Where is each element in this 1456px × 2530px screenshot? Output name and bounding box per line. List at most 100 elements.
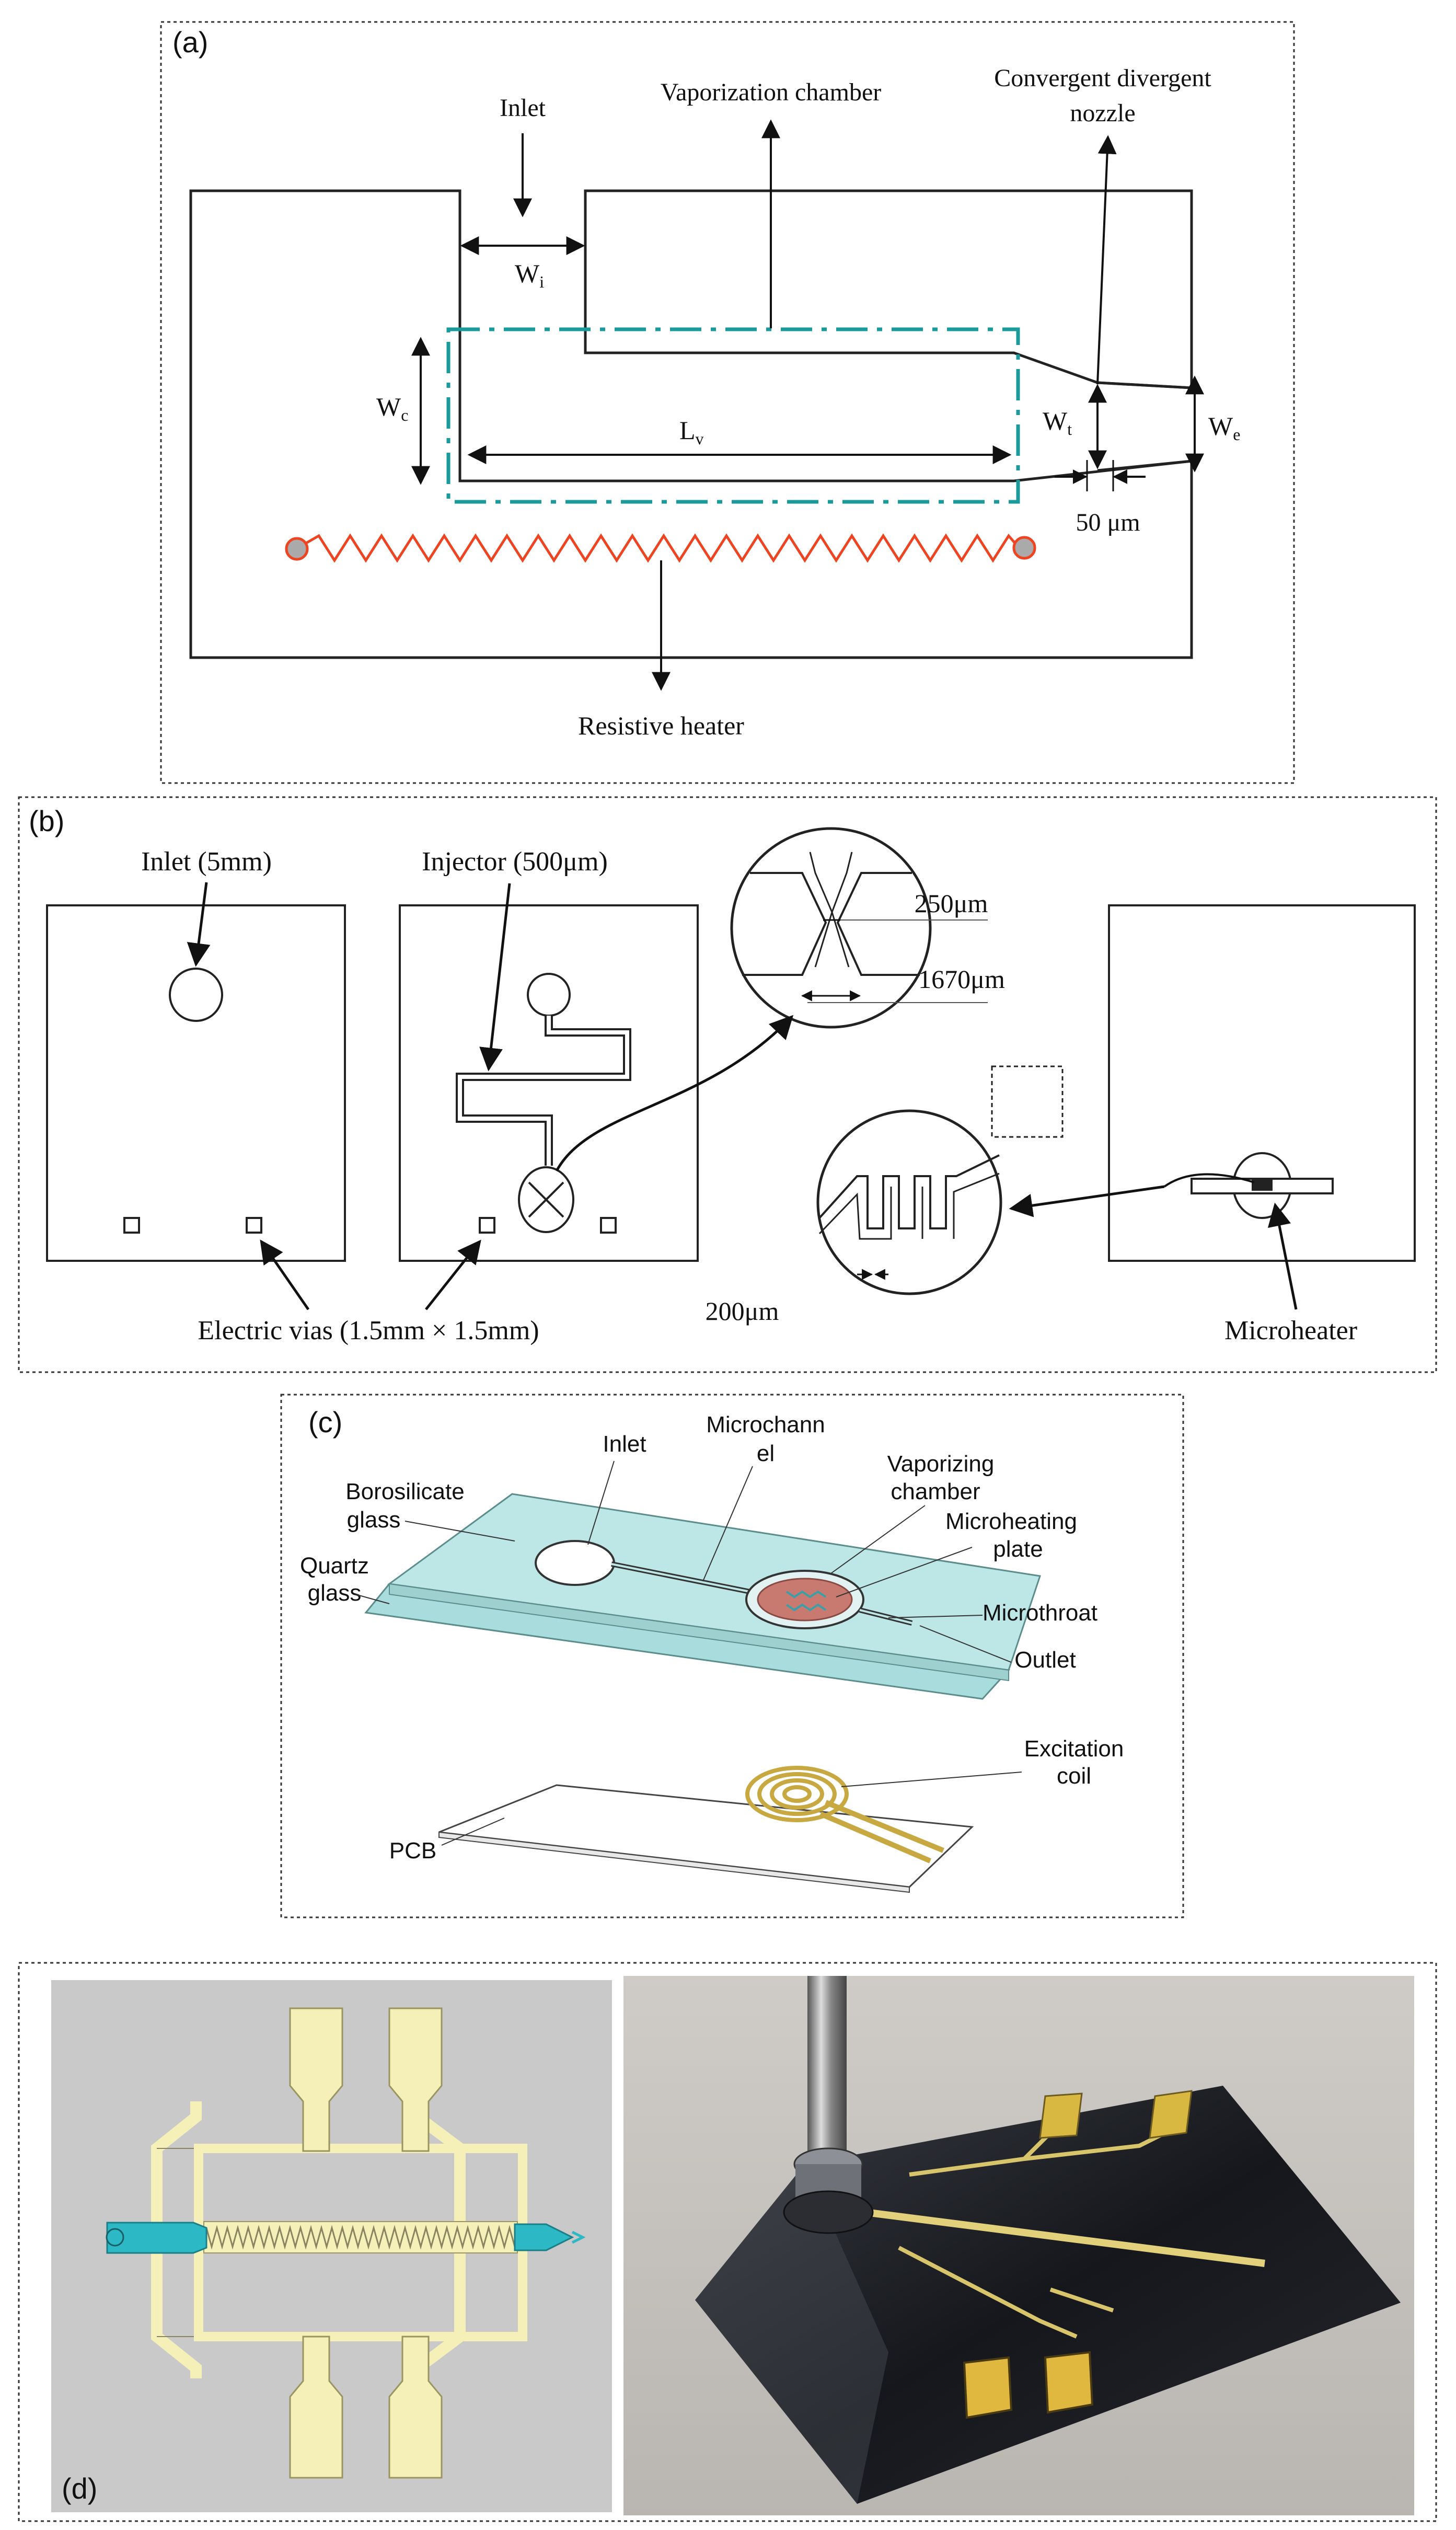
pad-top-left bbox=[289, 2007, 343, 2152]
pcb-leader bbox=[441, 1818, 505, 1846]
vaporization-chamber-label: Vaporization chamber bbox=[661, 78, 882, 106]
we-label: We bbox=[1208, 411, 1240, 444]
panel-b: (b) Inlet (5mm) Injector (500μm) 250μm 1… bbox=[18, 796, 1437, 1373]
via-4 bbox=[600, 1217, 617, 1234]
chip-photo-substrate bbox=[695, 2086, 1401, 2504]
panel-d-frame bbox=[18, 1962, 1437, 2522]
microheating-plate-c bbox=[757, 1578, 853, 1622]
nozzle-zoom-profile bbox=[742, 872, 920, 976]
dim-200-label: 200μm bbox=[706, 1296, 779, 1326]
photo-trace-frame bbox=[898, 2123, 1182, 2339]
microheating-leader bbox=[836, 1547, 973, 1597]
vaporizing-label-2: chamber bbox=[891, 1479, 980, 1504]
via-3 bbox=[479, 1217, 495, 1234]
pcb-board bbox=[438, 1784, 974, 1888]
inlet-hole-c bbox=[535, 1540, 615, 1586]
excitation-leader bbox=[841, 1772, 1022, 1787]
inlet-leader-c bbox=[587, 1460, 615, 1545]
excitation-label-2: coil bbox=[1057, 1763, 1091, 1789]
microthroat-leader bbox=[888, 1615, 983, 1618]
heater-zoom-connector bbox=[1009, 1185, 1165, 1217]
nozzle-cross bbox=[528, 1181, 564, 1218]
wc-label: Wc bbox=[376, 392, 408, 424]
coil-ring-1 bbox=[745, 1766, 849, 1822]
inlet-hole bbox=[169, 968, 223, 1022]
panel-c: (c) Inlet Microchann el Vaporizing bbox=[280, 1394, 1184, 1918]
coil-ring-3 bbox=[770, 1778, 824, 1810]
throat-upper-line bbox=[1097, 381, 1192, 389]
coil-ring-2 bbox=[757, 1772, 837, 1816]
nozzle-zoom-inner bbox=[809, 852, 853, 968]
outlet-tip-d bbox=[571, 2230, 586, 2244]
coil-ring-4 bbox=[782, 1785, 812, 1803]
pad-bottom-right bbox=[388, 2336, 443, 2479]
vias-arrow-2 bbox=[425, 1239, 481, 1310]
throat-lower-line bbox=[1097, 459, 1192, 472]
photo-tube-base-top bbox=[783, 2190, 874, 2234]
inlet-channel-d bbox=[106, 2222, 207, 2254]
nozzle-label-line2: nozzle bbox=[1070, 99, 1135, 127]
via-1 bbox=[123, 1217, 140, 1234]
microheating-pattern bbox=[785, 1590, 827, 1612]
injector-arrow bbox=[479, 883, 511, 1072]
wt-label: Wt bbox=[1043, 406, 1072, 439]
microchannel-inner bbox=[611, 1563, 750, 1593]
panel-c-tag: (c) bbox=[308, 1406, 342, 1439]
pcb-edge bbox=[438, 1831, 910, 1893]
microheating-label-2: plate bbox=[993, 1536, 1043, 1562]
via-2 bbox=[246, 1217, 262, 1234]
borosilicate-glass-edge bbox=[389, 1583, 1009, 1682]
microchannel-label-2: el bbox=[757, 1441, 775, 1466]
microheater-element bbox=[1252, 1178, 1273, 1191]
nozzle-arrow bbox=[1096, 135, 1117, 385]
borosilicate-label-2: glass bbox=[347, 1507, 401, 1533]
heater-terminal-right bbox=[1012, 536, 1036, 560]
pcb-label: PCB bbox=[389, 1838, 436, 1864]
quartz-label-2: glass bbox=[308, 1580, 362, 1606]
borosilicate-label-1: Borosilicate bbox=[345, 1479, 464, 1504]
quartz-leader bbox=[355, 1594, 390, 1604]
lv-label: Lv bbox=[679, 416, 704, 448]
vaporizing-leader bbox=[830, 1505, 926, 1574]
microchannel-leader bbox=[702, 1466, 753, 1582]
wi-label: Wi bbox=[515, 259, 544, 291]
vias-arrow-1 bbox=[260, 1239, 310, 1310]
dim-250-label: 250μm bbox=[915, 889, 988, 918]
outlet-nozzle-d bbox=[514, 2223, 574, 2251]
microheating-label-1: Microheating bbox=[945, 1509, 1077, 1534]
photo-pad-2 bbox=[1149, 2090, 1193, 2139]
borosilicate-leader bbox=[405, 1521, 515, 1542]
microheater-arrow bbox=[1267, 1202, 1298, 1310]
heater-terminal-left bbox=[285, 537, 309, 561]
photo-pad-4 bbox=[1044, 2351, 1094, 2414]
vaporization-chamber-outline bbox=[446, 327, 1020, 504]
outlet-label: Outlet bbox=[1014, 1647, 1076, 1673]
dim-50-label: 50 μm bbox=[1076, 509, 1140, 536]
panel-d: (d) bbox=[18, 1962, 1437, 2522]
microthroat-label: Microthroat bbox=[983, 1600, 1097, 1626]
heater-zoom-meander bbox=[818, 1154, 1000, 1229]
inlet-label-b: Inlet (5mm) bbox=[141, 847, 272, 877]
injector-label: Injector (500μm) bbox=[422, 847, 608, 877]
resistive-heater bbox=[297, 533, 1020, 563]
panel-d-tag: (d) bbox=[62, 2472, 97, 2505]
photo-heater-line bbox=[857, 2207, 1265, 2267]
heater-zoom-meander-outer bbox=[818, 1172, 1000, 1240]
microheater-label: Microheater bbox=[1224, 1316, 1357, 1346]
heater-meander bbox=[205, 2225, 547, 2250]
nozzle-zoom-connector bbox=[555, 1015, 794, 1172]
injector-channel-inner bbox=[458, 1016, 629, 1166]
panel-a: (a) Inlet Vaporization chamber Convergen… bbox=[160, 21, 1295, 784]
chip-photo-sheen bbox=[695, 2164, 888, 2504]
photo-tube bbox=[807, 1976, 847, 2164]
outlet-leader bbox=[919, 1625, 1012, 1663]
dim-1670-label: 1670μm bbox=[918, 964, 1005, 994]
inlet-label-a: Inlet bbox=[500, 94, 546, 122]
heater-zoom-connector-2 bbox=[1163, 1173, 1255, 1188]
vias-label: Electric vias (1.5mm × 1.5mm) bbox=[198, 1316, 539, 1346]
vaporizing-label-1: Vaporizing bbox=[887, 1451, 995, 1477]
inlet-arrow-b bbox=[187, 882, 211, 967]
inlet-label-c: Inlet bbox=[603, 1431, 646, 1457]
microthroat-inner bbox=[859, 1609, 912, 1624]
